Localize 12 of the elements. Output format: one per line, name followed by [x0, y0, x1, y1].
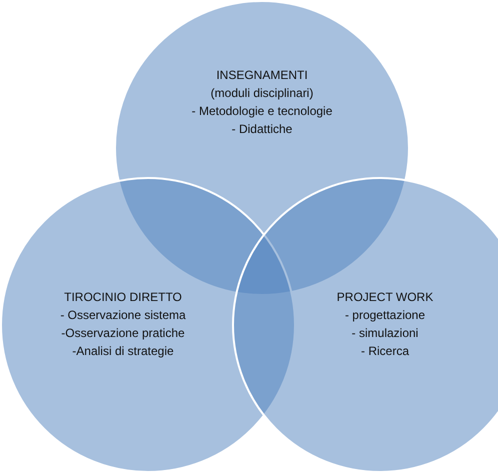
circle-text: -Osservazione pratiche [61, 325, 185, 342]
circle-text: -Analisi di strategie [72, 343, 174, 360]
circle-heading: TIROCINIO DIRETTO [64, 289, 182, 306]
circle-text: - simulazioni [352, 325, 418, 342]
circle-text: - Metodologie e tecnologie [192, 103, 332, 120]
circle-text: - Ricerca [361, 343, 409, 360]
circle-text: (moduli disciplinari) [210, 85, 314, 102]
circle-heading: INSEGNAMENTI [216, 67, 308, 84]
circle-text: - Didattiche [232, 121, 292, 138]
circle-text: - Osservazione sistema [60, 307, 186, 324]
circle-text: - progettazione [344, 307, 426, 324]
circle-heading: PROJECT WORK [336, 289, 434, 306]
